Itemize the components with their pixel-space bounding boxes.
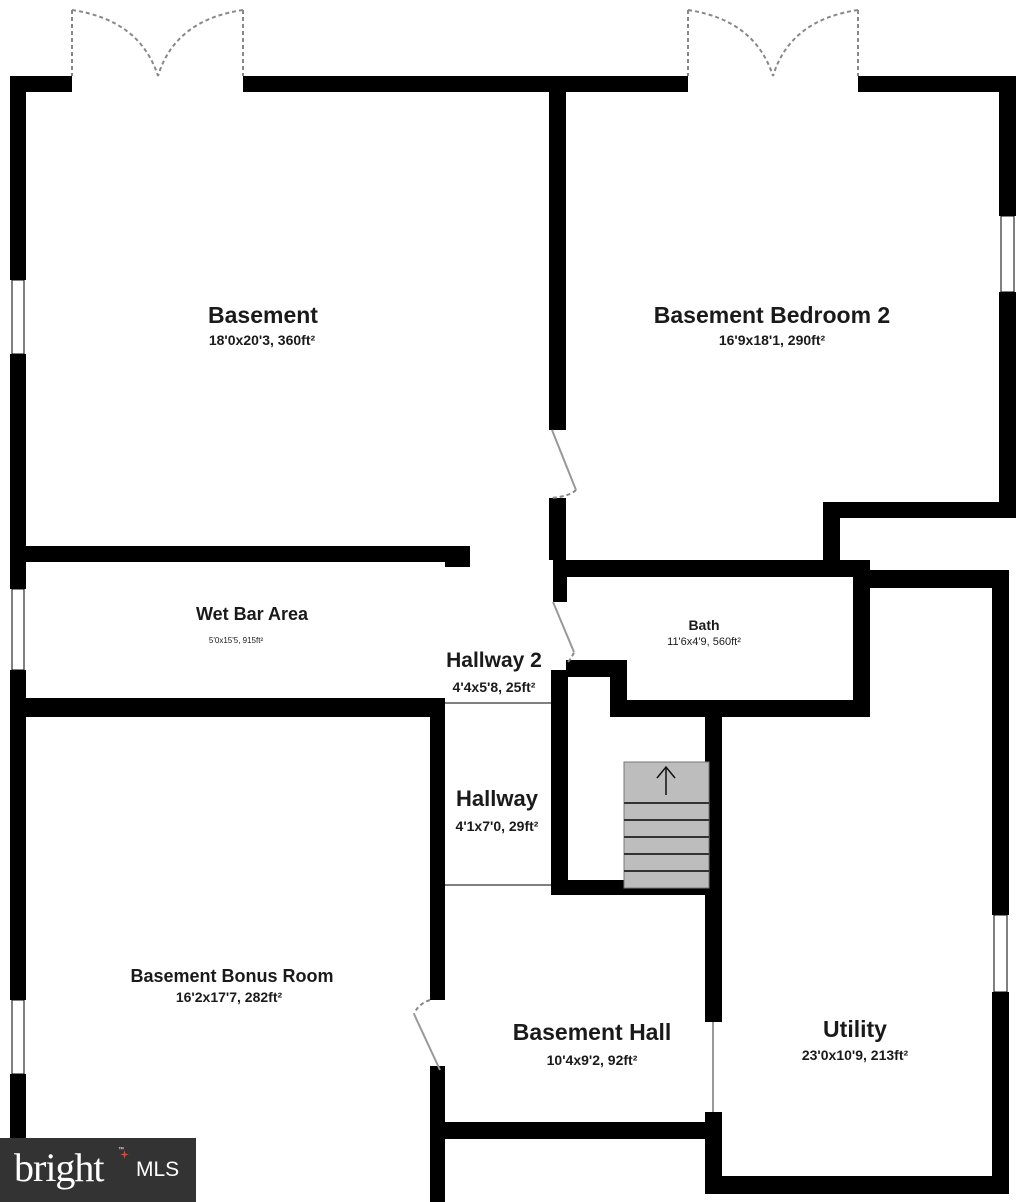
watermark-brand: bright — [14, 1145, 105, 1190]
walls — [10, 76, 1016, 1202]
bright-mls-watermark: bright ™ MLS — [0, 1138, 196, 1202]
room-name-bedroom2: Basement Bedroom 2 — [653, 302, 891, 328]
room-dims-wet-bar: 5'0x15'5, 915ft² — [208, 636, 264, 645]
door-leaves — [413, 429, 714, 1112]
room-dims-bath: 11'6x4'9, 560ft² — [667, 636, 741, 648]
room-dims-basement-hall: 10'4x9'2, 92ft² — [546, 1052, 638, 1068]
room-dims-hallway2: 4'4x5'8, 25ft² — [448, 679, 540, 695]
windows — [11, 215, 1015, 1075]
room-dims-bedroom2: 16'9x18'1, 290ft² — [718, 332, 826, 348]
stairs — [623, 761, 710, 889]
room-dims-bonus-room: 16'2x17'7, 282ft² — [175, 989, 283, 1005]
room-dims-hallway: 4'1x7'0, 29ft² — [451, 818, 543, 834]
room-name-wet-bar: Wet Bar Area — [195, 604, 309, 624]
room-name-hallway: Hallway — [456, 786, 538, 811]
room-name-basement-hall: Basement Hall — [512, 1019, 672, 1045]
room-dims-basement: 18'0x20'3, 360ft² — [208, 332, 316, 348]
room-dims-utility: 23'0x10'9, 213ft² — [801, 1047, 909, 1063]
arrow-up-icon — [656, 765, 676, 795]
room-name-bath: Bath — [688, 617, 720, 633]
watermark-suffix: MLS — [136, 1158, 180, 1181]
hallway-dividers — [445, 702, 551, 886]
room-name-bonus-room: Basement Bonus Room — [130, 966, 334, 986]
watermark-trademark: ™ — [118, 1147, 124, 1153]
room-name-utility: Utility — [823, 1016, 887, 1042]
room-name-basement: Basement — [208, 302, 318, 328]
spark-icon — [120, 1150, 129, 1159]
room-name-hallway2: Hallway 2 — [442, 649, 546, 672]
door-swings — [71, 9, 859, 1015]
